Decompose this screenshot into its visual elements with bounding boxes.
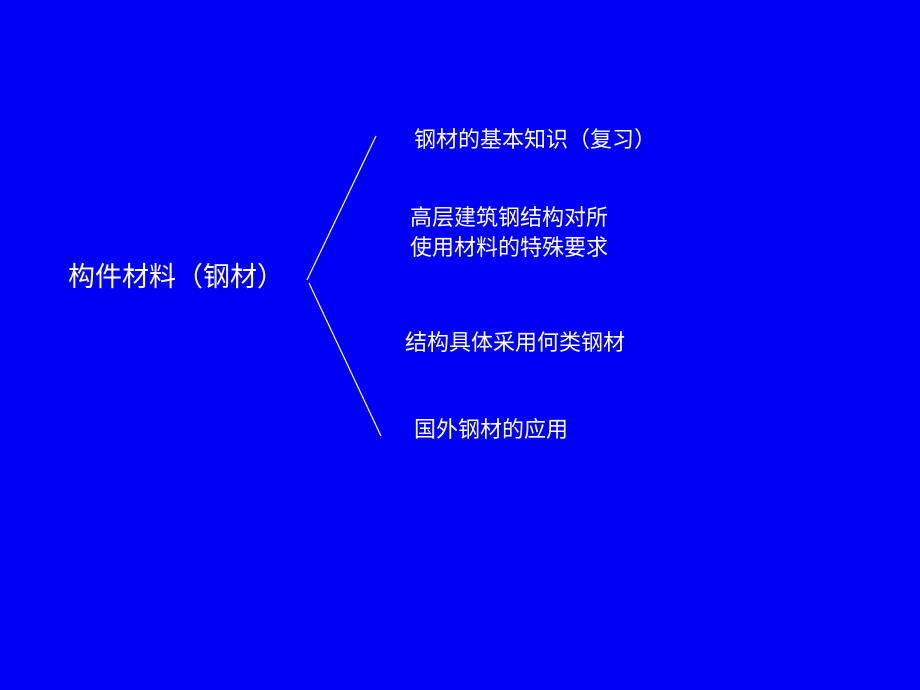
branch-label-special-requirements: 高层建筑钢结构对所 使用材料的特殊要求	[410, 204, 608, 264]
branch-label-foreign-steel: 国外钢材的应用	[414, 418, 569, 443]
connector-line-upper	[306, 135, 377, 281]
connector-line-lower	[308, 282, 382, 437]
branch-label-steel-selection: 结构具体采用何类钢材	[405, 331, 626, 356]
branch-label-line: 高层建筑钢结构对所	[410, 206, 609, 231]
root-node-label: 构件材料（钢材）	[68, 262, 284, 293]
branch-label-basics: 钢材的基本知识（复习）	[414, 128, 657, 153]
branch-label-line: 使用材料的特殊要求	[410, 236, 609, 261]
